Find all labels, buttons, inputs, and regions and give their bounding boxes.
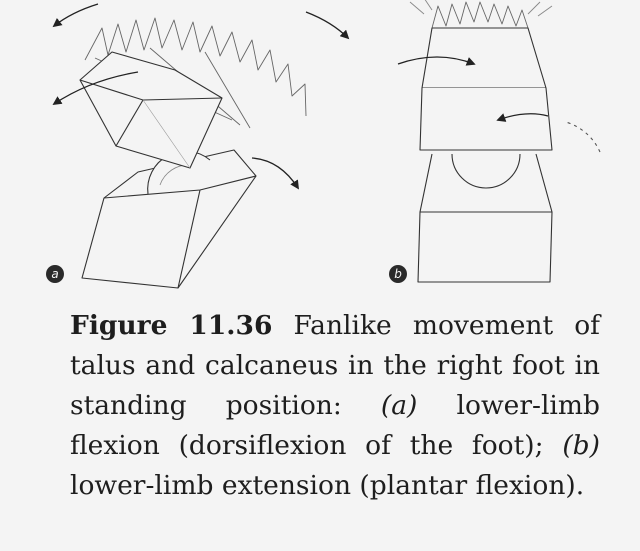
figure-caption: Figure 11.36 Fanlike movement of talus a… bbox=[70, 306, 600, 506]
panel-a-badge: a bbox=[46, 265, 64, 283]
panel-b-arrow-upper bbox=[397, 56, 476, 66]
panel-b-badge: b bbox=[389, 265, 407, 283]
caption-text-1: Fanlike movement of talus and calcaneus … bbox=[70, 310, 600, 421]
panel-b-fan bbox=[431, 1, 529, 29]
panel-b-upper-block bbox=[419, 27, 553, 151]
panel-a-arrow-topright bbox=[305, 11, 350, 40]
panel-b-arrow-lower bbox=[496, 113, 549, 122]
panel-b-ball bbox=[451, 153, 521, 189]
caption-part-a-marker: (a) bbox=[380, 390, 418, 421]
panel-a-arrow-top bbox=[52, 3, 99, 28]
panel-a-lower-block bbox=[81, 149, 257, 289]
caption-text-2: lower-limb flexion (dorsiflexion of the … bbox=[70, 390, 600, 461]
panel-b-drawing bbox=[397, 0, 601, 283]
anatomical-figure bbox=[52, 0, 601, 289]
panel-a-drawing bbox=[52, 3, 350, 289]
panel-a-arrow-left bbox=[52, 71, 139, 106]
figure-label: Figure 11.36 bbox=[70, 310, 273, 341]
panel-a-upper-block bbox=[79, 51, 223, 169]
panel-b-arrow-dashed bbox=[565, 121, 601, 153]
caption-text-3: lower-limb extension (plantar flexion). bbox=[70, 470, 585, 501]
panel-b-lower-block bbox=[417, 153, 553, 283]
panel-a-arrow-right bbox=[251, 157, 299, 190]
caption-part-b-marker: (b) bbox=[562, 430, 600, 461]
